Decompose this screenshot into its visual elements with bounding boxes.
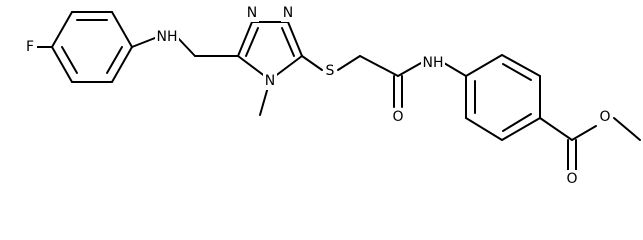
bond xyxy=(465,117,503,141)
bond-c-nh xyxy=(397,62,422,77)
label-bg xyxy=(598,108,612,126)
bond-c-s xyxy=(301,55,323,71)
double-bond-inner xyxy=(106,46,123,74)
bond-nh-ring xyxy=(443,62,467,77)
bond-ester-co xyxy=(571,125,597,141)
atom-ester-carbonyl-oxygen: O xyxy=(566,171,577,187)
bond xyxy=(51,46,73,83)
label-bg xyxy=(391,108,405,126)
molecule-canvas: F NH N N N S NH O O O xyxy=(23,4,641,188)
bond-s-ch2 xyxy=(337,55,361,71)
fluorophenyl-ring xyxy=(51,11,133,83)
molecule-structure: F NH N N N S NH O O O xyxy=(23,4,641,188)
bond-nh-ch2 xyxy=(177,37,196,57)
double-bond-inner xyxy=(281,27,295,57)
atom-triazole-n2: N xyxy=(283,5,293,21)
atom-sulfur: S xyxy=(326,63,335,79)
atom-labels: F NH N N N S NH O O O xyxy=(23,4,612,188)
label-bg xyxy=(263,72,277,90)
label-bg xyxy=(281,4,295,22)
double-bond-inner xyxy=(245,27,259,57)
label-bg xyxy=(23,38,37,56)
atom-amide-nh: NH xyxy=(423,55,444,71)
label-bg xyxy=(565,170,579,188)
bond xyxy=(501,117,541,141)
bond xyxy=(51,11,73,48)
label-bg xyxy=(323,62,337,80)
atom-triazole-n1: N xyxy=(247,5,257,21)
bond xyxy=(237,21,253,57)
double-bond-inner xyxy=(502,113,532,132)
bond xyxy=(111,46,133,83)
triazole-ring xyxy=(237,21,303,81)
label-bg xyxy=(245,4,259,22)
atom-triazole-n4: N xyxy=(265,73,275,89)
double-bond-inner xyxy=(61,46,78,74)
bond-o-methyl xyxy=(613,117,641,141)
bond-ring-ester xyxy=(539,117,573,141)
label-bg xyxy=(155,28,179,46)
bond-c-nh xyxy=(131,37,156,48)
atom-amide-oxygen: O xyxy=(392,109,403,125)
label-bg xyxy=(421,54,445,72)
atom-ester-ether-oxygen: O xyxy=(599,109,610,125)
atom-fluorine: F xyxy=(26,39,34,55)
bond xyxy=(501,54,541,77)
atom-amine-nh: NH xyxy=(157,29,178,45)
bond xyxy=(465,54,503,77)
bond xyxy=(287,21,303,57)
bond-ch2-co xyxy=(359,55,399,77)
benzoate-ring xyxy=(465,54,541,141)
bond xyxy=(111,11,133,48)
double-bond-inner xyxy=(502,63,532,81)
